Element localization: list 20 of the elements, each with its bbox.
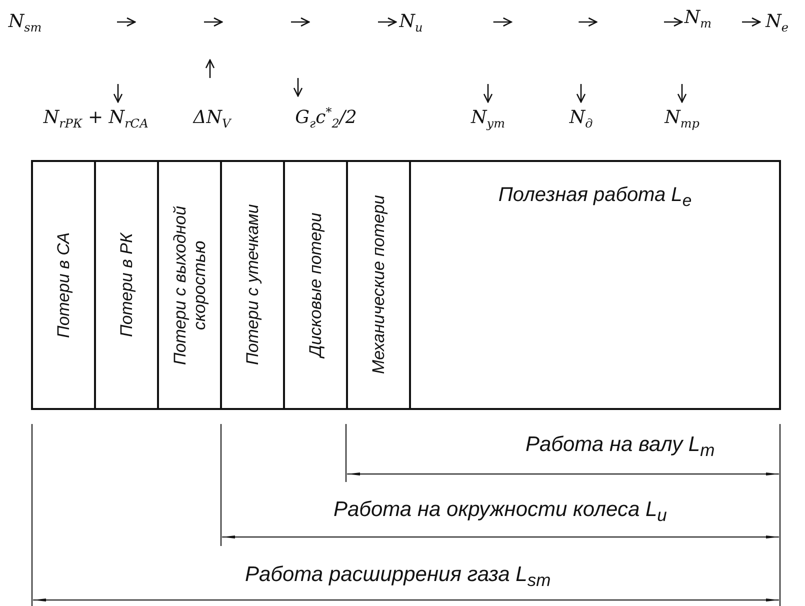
dimension-label: Работа на окружности колеса L$_{u}$ xyxy=(334,498,667,526)
loss-segment: Потери в СА xyxy=(31,160,97,410)
useful-work-segment: Полезная работа L$_{e}$ xyxy=(409,160,781,410)
symbol-label: N$_{тр}$ xyxy=(660,104,704,132)
loss-segment: Дисковые потери xyxy=(283,160,349,410)
symbol-label: N$_{rРК}$ + N$_{rСА}$ xyxy=(40,104,152,132)
symbol-label: N$_{т}$ xyxy=(684,4,712,32)
dimension-label: Работа расширрения газа L$_{sт}$ xyxy=(245,563,551,592)
symbol-label: N$_{sт}$ xyxy=(4,8,46,36)
loss-segment: Потери с выходной скоростью xyxy=(157,160,223,410)
loss-segment: Механические потери xyxy=(346,160,412,410)
loss-segment: Потери в РК xyxy=(94,160,160,410)
symbol-label: N$_{e}$ xyxy=(762,8,792,36)
loss-segment: Потери с утечками xyxy=(220,160,286,410)
symbol-label: G$_{г}$c$^{*}$$_{2}$/2 xyxy=(286,98,366,136)
symbol-label: N$_{u}$ xyxy=(398,8,424,36)
symbol-label: N$_{д}$ xyxy=(565,104,597,132)
dimension-label: Работа на валу L$_{т}$ xyxy=(526,433,715,462)
symbol-label: ΔN$_{V}$ xyxy=(188,104,236,132)
symbol-label: N$_{ут}$ xyxy=(468,104,508,132)
